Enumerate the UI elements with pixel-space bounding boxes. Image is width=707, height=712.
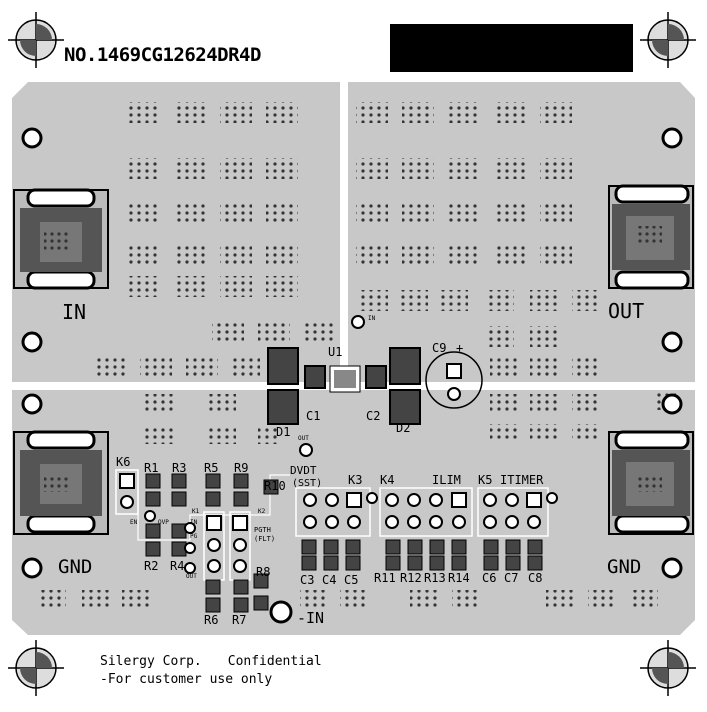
refdes-r4: R4 <box>170 559 184 573</box>
net-pg: PG <box>190 533 198 540</box>
label-out: OUT <box>608 299 644 323</box>
net-pgth: PGTH <box>254 526 271 534</box>
header-blocks <box>295 487 558 571</box>
refdes-k5: K5 <box>478 473 492 487</box>
refdes-r9: R9 <box>234 461 248 475</box>
fiducial-top-left <box>8 12 64 68</box>
refdes-r12: R12 <box>400 571 422 585</box>
net-in-left: IN <box>190 519 198 526</box>
terminal-in <box>13 188 109 290</box>
label-in: IN <box>62 300 86 324</box>
label-gnd-left: GND <box>58 556 92 578</box>
control-section <box>115 469 293 624</box>
footer-line-1: Silergy Corp. Confidential <box>100 654 322 669</box>
refdes-c2: C2 <box>366 409 380 423</box>
refdes-c5: C5 <box>344 573 358 587</box>
terminal-gnd-left <box>13 430 109 535</box>
refdes-r13: R13 <box>424 571 446 585</box>
refdes-k4: K4 <box>380 473 394 487</box>
net-labels: DVDT (SST) ILIM ITIMER IN OUT EN OVP IN … <box>130 315 544 580</box>
net-k2: K2 <box>258 508 266 515</box>
refdes-r6: R6 <box>204 613 218 627</box>
net-ilim: ILIM <box>432 473 461 487</box>
copper-pour-in <box>12 82 340 382</box>
terminal-gnd-right <box>608 430 694 535</box>
net-in-small: IN <box>368 315 376 322</box>
refdes-r2: R2 <box>144 559 158 573</box>
redaction-bar <box>390 24 633 72</box>
refdes-c8: C8 <box>528 571 542 585</box>
net-sst: (SST) <box>292 478 322 489</box>
refdes-c9-plus: + <box>456 341 463 355</box>
refdes-c9: C9 <box>432 341 446 355</box>
refdes-u1: U1 <box>328 345 342 359</box>
net-flt: (FLT) <box>254 535 275 543</box>
net-ovp: OVP <box>158 519 169 526</box>
footer-confidential: Confidential <box>227 654 322 669</box>
net-dvdt: DVDT <box>290 464 317 477</box>
refdes-d2: D2 <box>396 421 410 435</box>
label-gnd-right: GND <box>607 556 641 578</box>
refdes-c3: C3 <box>300 573 314 587</box>
net-out-small: OUT <box>298 435 309 442</box>
refdes-r8: R8 <box>256 565 270 579</box>
refdes-r14: R14 <box>448 571 470 585</box>
copper-pour-out <box>348 82 695 382</box>
net-en: EN <box>130 519 138 526</box>
refdes-c6: C6 <box>482 571 496 585</box>
net-k1: K1 <box>192 508 200 515</box>
label-neg-in: -IN <box>297 609 324 627</box>
mounting-holes <box>21 127 683 579</box>
refdes-r10: R10 <box>264 479 286 493</box>
refdes-k3: K3 <box>348 473 362 487</box>
refdes-k6: K6 <box>116 455 130 469</box>
refdes-r1: R1 <box>144 461 158 475</box>
fiducial-bottom-left <box>8 640 64 696</box>
board-part-number: NO.1469CG12624DR4D <box>64 44 261 66</box>
refdes-c7: C7 <box>504 571 518 585</box>
fiducial-top-right <box>640 12 696 68</box>
refdes-labels: U1 C1 C2 D1 D2 C9 + K6 R1 R3 R5 R9 R10 R… <box>116 341 542 627</box>
refdes-r5: R5 <box>204 461 218 475</box>
refdes-c1: C1 <box>306 409 320 423</box>
refdes-r11: R11 <box>374 571 396 585</box>
refdes-d1: D1 <box>276 425 290 439</box>
fiducial-bottom-right <box>640 640 696 696</box>
via-arrays <box>38 102 676 608</box>
refdes-c4: C4 <box>322 573 336 587</box>
refdes-r7: R7 <box>232 613 246 627</box>
net-itimer: ITIMER <box>500 473 544 487</box>
footer-company: Silergy Corp. <box>100 654 202 669</box>
power-components <box>267 315 483 457</box>
copper-pour-gnd <box>12 390 695 635</box>
footer-line-2: -For customer use only <box>100 672 273 687</box>
net-out-left: OUT <box>186 573 197 580</box>
terminal-out <box>608 184 694 290</box>
refdes-r3: R3 <box>172 461 186 475</box>
